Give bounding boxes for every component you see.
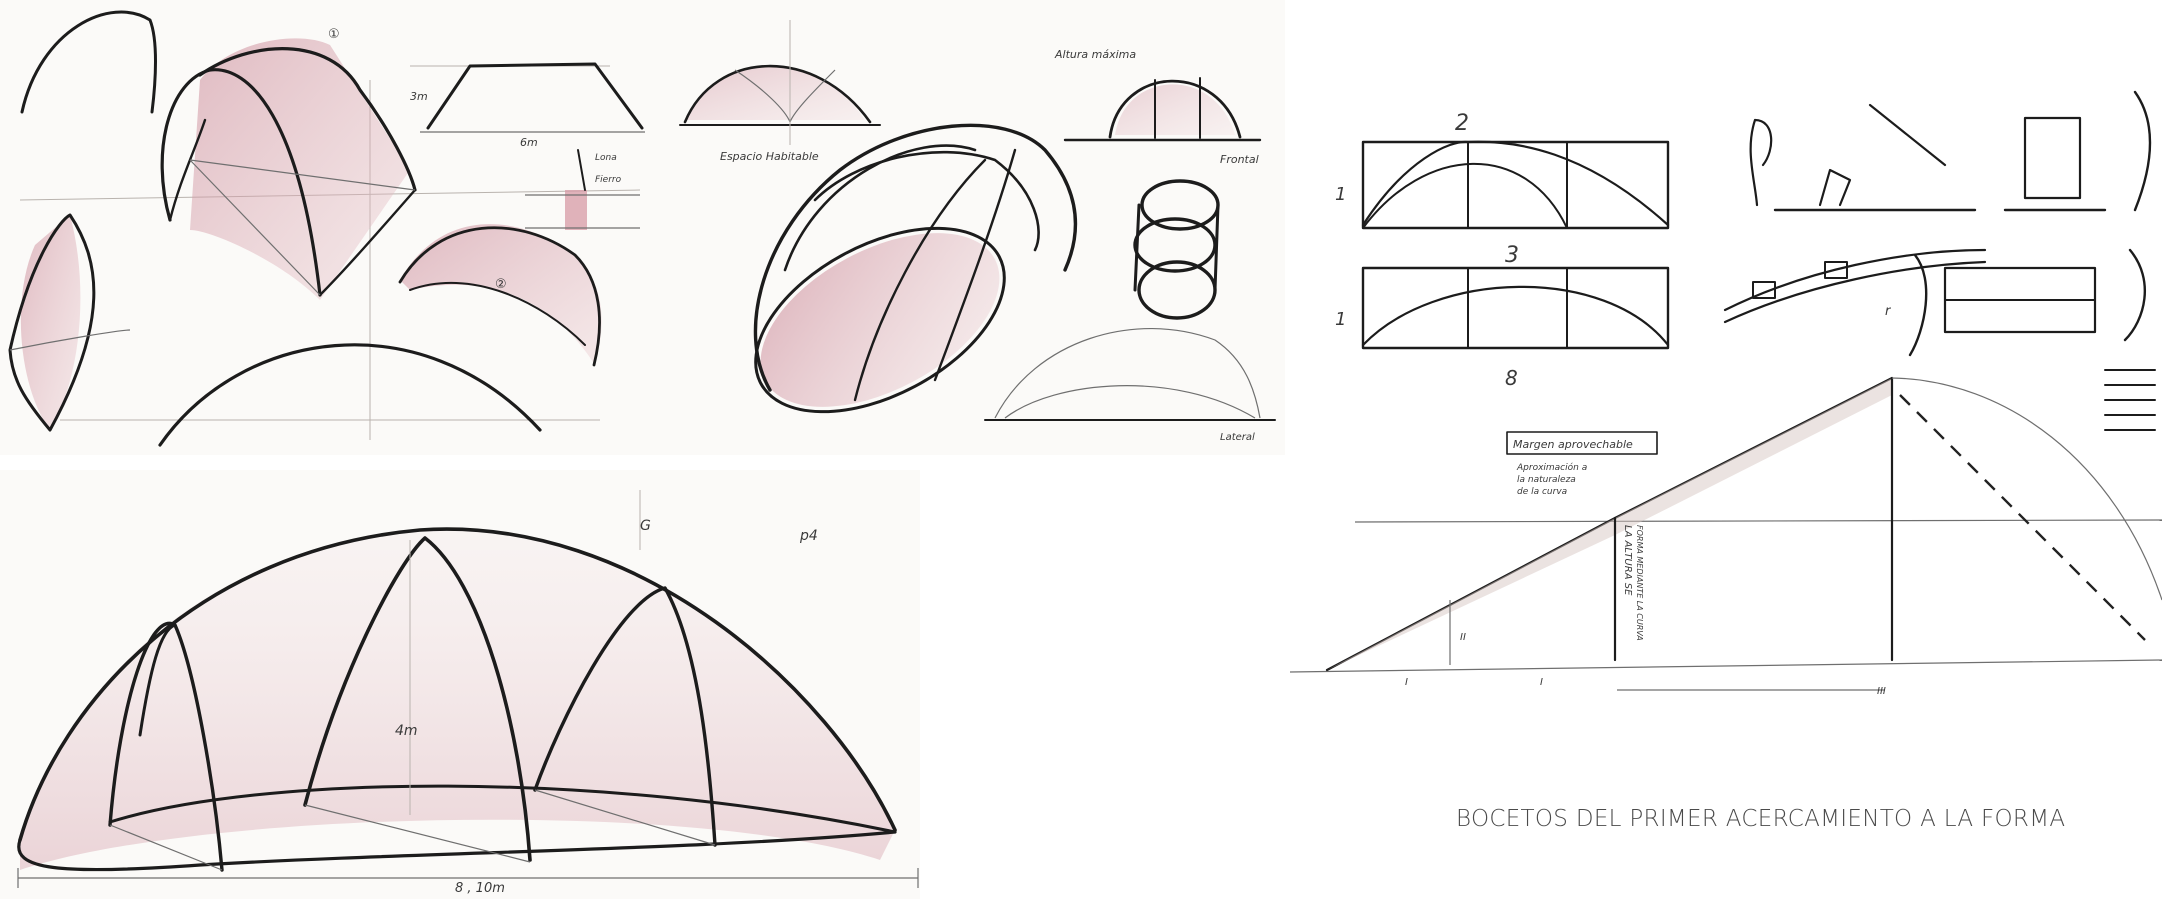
dome-length-label: 8 , 10m [455, 881, 505, 896]
row2-count-label: 3 [1505, 243, 1519, 268]
note-text-3: de la curva [1517, 487, 1567, 497]
sketch-sheet-tent-studies: ① 3m 6m Lona Fierro ② [0, 0, 655, 455]
large-dome-drawing: G p4 4m 8 , 10m [17, 490, 919, 896]
max-height-label: Altura máxima [1054, 48, 1136, 61]
marker-ii: II [1460, 632, 1466, 643]
note-text-2: la naturaleza [1517, 475, 1576, 485]
vertical-note-2: FORMA MEDIANTE LA CURVA [1635, 525, 1644, 641]
svg-text:p4: p4 [799, 528, 818, 544]
row2-side-label: 1 [1335, 309, 1346, 330]
row1-side-label: 1 [1335, 184, 1346, 205]
oval-dome-drawing: Espacio Habitable Altura máxima Frontal … [679, 20, 1276, 443]
front-label: Frontal [1220, 153, 1259, 166]
vertical-note-1: LA ALTURA SE [1622, 525, 1633, 596]
habitable-space-label: Espacio Habitable [720, 150, 819, 163]
width-label: 6m [520, 136, 538, 149]
svg-text:G: G [640, 518, 651, 534]
below-label: 8 [1505, 366, 1518, 390]
marker-i-second: I [1540, 677, 1543, 688]
material-label-lona: Lona [595, 153, 617, 163]
sketch-sheet-large-dome: G p4 4m 8 , 10m [0, 470, 920, 899]
tent-studies-drawing: ① 3m 6m Lona Fierro ② [8, 10, 645, 447]
svg-text:①: ① [328, 27, 340, 42]
dome-height-label: 4m [395, 723, 418, 739]
lateral-label: Lateral [1220, 432, 1255, 443]
height-label: 3m [410, 90, 428, 103]
note-box-label: Margen aprovechable [1513, 438, 1633, 451]
svg-text:②: ② [495, 277, 507, 292]
marker-iii: III [1877, 686, 1886, 697]
marker-i-first: I [1405, 677, 1408, 688]
row1-count-label: 2 [1455, 111, 1469, 136]
material-label-fierro: Fierro [595, 175, 622, 185]
side-marker-label: r [1885, 304, 1892, 319]
figure-caption: BOCETOS DEL PRIMER ACERCAMIENTO A LA FOR… [1456, 806, 2066, 832]
sketch-sheet-proportion-studies: 2 1 3 1 8 r II [1285, 0, 2162, 720]
note-text-1: Aproximación a [1516, 462, 1587, 473]
sketch-sheet-oval-dome: Espacio Habitable Altura máxima Frontal … [655, 0, 1285, 455]
proportion-studies-drawing: 2 1 3 1 8 r II [1289, 90, 2162, 697]
